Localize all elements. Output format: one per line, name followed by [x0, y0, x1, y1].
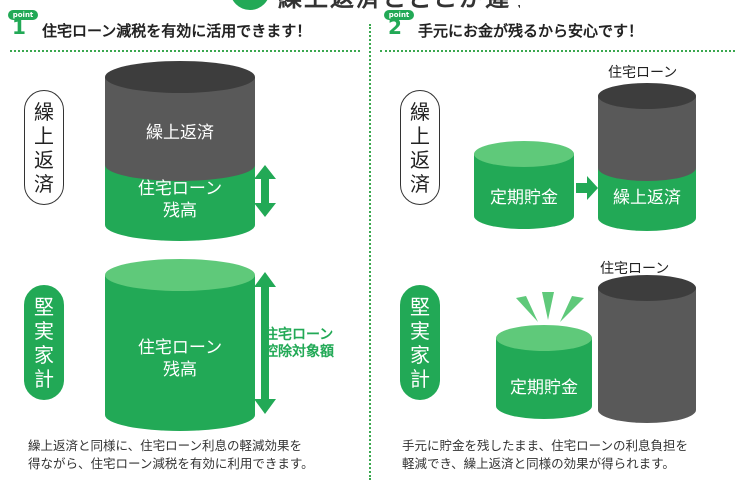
- point-badge-number: 2: [388, 15, 402, 39]
- cylinder-dark-top: [598, 83, 696, 109]
- label-char: 上: [410, 123, 430, 148]
- label-char: 返: [410, 147, 430, 172]
- cylinder-green-body: [598, 168, 696, 231]
- cyl-label-savings-2: 定期貯金: [510, 378, 578, 398]
- right-header-divider: [380, 50, 735, 52]
- left-header-divider: [10, 50, 360, 52]
- left-label-steady-household: 堅 実 家 計: [24, 285, 64, 400]
- savings-cylinder-bottom: [496, 325, 592, 419]
- loan-cylinder-bottom: [598, 275, 696, 423]
- right-heading: 手元にお金が残るから安心です！: [418, 22, 644, 40]
- label-char: 家: [410, 342, 430, 367]
- right-label-steady-household: 堅 実 家 計: [400, 285, 440, 400]
- cyl-label-line: 残高: [163, 360, 197, 380]
- loan-label-bottom: 住宅ローン: [600, 261, 670, 277]
- banner-circle-icon: [230, 0, 270, 10]
- cylinder-green-body: [105, 165, 255, 241]
- point-badge-2: point 2: [384, 10, 414, 39]
- loan-label-top: 住宅ローン: [608, 65, 678, 81]
- left-heading: 住宅ローン減税を有効に活用できます！: [42, 22, 312, 40]
- cyl-label-line: 住宅ローン: [137, 338, 223, 358]
- cyl-label-prepayment: 繰上返済: [146, 123, 214, 143]
- label-char: 済: [34, 171, 54, 196]
- label-char: 済: [410, 171, 430, 196]
- caption-line: 軽減でき、繰上返済と同様の効果が得られます。: [402, 456, 675, 471]
- cylinder-dark-body: [598, 288, 696, 423]
- cylinder-dark-body: [598, 96, 696, 181]
- savings-cylinder-top: [474, 141, 574, 229]
- point-badge-1: point 1: [8, 10, 38, 39]
- center-divider: [369, 24, 371, 480]
- cylinder-green-body: [496, 338, 592, 419]
- label-char: 計: [34, 366, 54, 391]
- label-char: 上: [34, 123, 54, 148]
- cyl-label-prepayment-right: 繰上返済: [613, 188, 681, 208]
- label-char: 繰: [410, 99, 430, 124]
- cylinder-dark-top: [105, 61, 255, 93]
- cyl-label-savings: 定期貯金: [490, 188, 558, 208]
- cylinder-green-body: [105, 275, 255, 431]
- label-char: 家: [34, 342, 54, 367]
- caption-line: 得ながら、住宅ローン減税を有効に利用できます。: [28, 456, 314, 471]
- point-badge-word: point: [8, 10, 38, 20]
- left-label-prepayment: 繰 上 返 済: [24, 90, 64, 205]
- cylinder-green-top: [474, 141, 574, 167]
- caption-line: 手元に貯金を残したまま、住宅ローンの利息負担を: [402, 438, 689, 453]
- label-char: 返: [34, 147, 54, 172]
- cylinder-dark-top: [598, 275, 696, 301]
- deduction-target-label: 住宅ローン 控除対象額: [264, 327, 334, 361]
- right-caption: 手元に貯金を残したまま、住宅ローンの利息負担を 軽減でき、繰上返済と同様の効果が…: [402, 437, 688, 473]
- point-badge-number: 1: [12, 15, 26, 39]
- left-caption: 繰上返済と同様に、住宅ローン利息の軽減効果を 得ながら、住宅ローン減税を有効に利…: [28, 437, 314, 473]
- label-char: 堅: [410, 294, 430, 319]
- cyl-label-line: 住宅ローン: [137, 179, 223, 199]
- label-char: 計: [410, 366, 430, 391]
- cylinder-green-top: [496, 325, 592, 351]
- long-double-arrow-icon: [254, 272, 276, 414]
- double-arrow-icon: [254, 165, 276, 217]
- cyl-label-loan-balance: 住宅ローン 残高: [105, 178, 255, 222]
- label-line: 住宅ローン: [264, 327, 334, 343]
- caption-line: 繰上返済と同様に、住宅ローン利息の軽減効果を: [28, 438, 303, 453]
- left-bottom-cylinder: [105, 259, 255, 431]
- cyl-label-line: 残高: [163, 201, 197, 221]
- cylinder-green-top: [105, 259, 255, 291]
- right-arrow-icon: [576, 176, 598, 200]
- banner-title: 繰上返済とどこが違う？: [278, 0, 520, 13]
- label-line: 控除対象額: [264, 344, 334, 360]
- top-banner: 繰上返済とどこが違う？: [220, 0, 520, 14]
- left-top-cylinder: [105, 61, 255, 241]
- cyl-label-loan-balance-2: 住宅ローン 残高: [105, 337, 255, 381]
- label-char: 堅: [34, 294, 54, 319]
- cylinder-green-body: [474, 154, 574, 229]
- point-badge-word: point: [384, 10, 414, 20]
- label-char: 繰: [34, 99, 54, 124]
- cylinder-dark-body: [105, 77, 255, 181]
- label-char: 実: [410, 318, 430, 343]
- sparkle-icon: [516, 292, 584, 322]
- right-label-prepayment: 繰 上 返 済: [400, 90, 440, 205]
- right-stacked-cylinder: [598, 83, 696, 231]
- label-char: 実: [34, 318, 54, 343]
